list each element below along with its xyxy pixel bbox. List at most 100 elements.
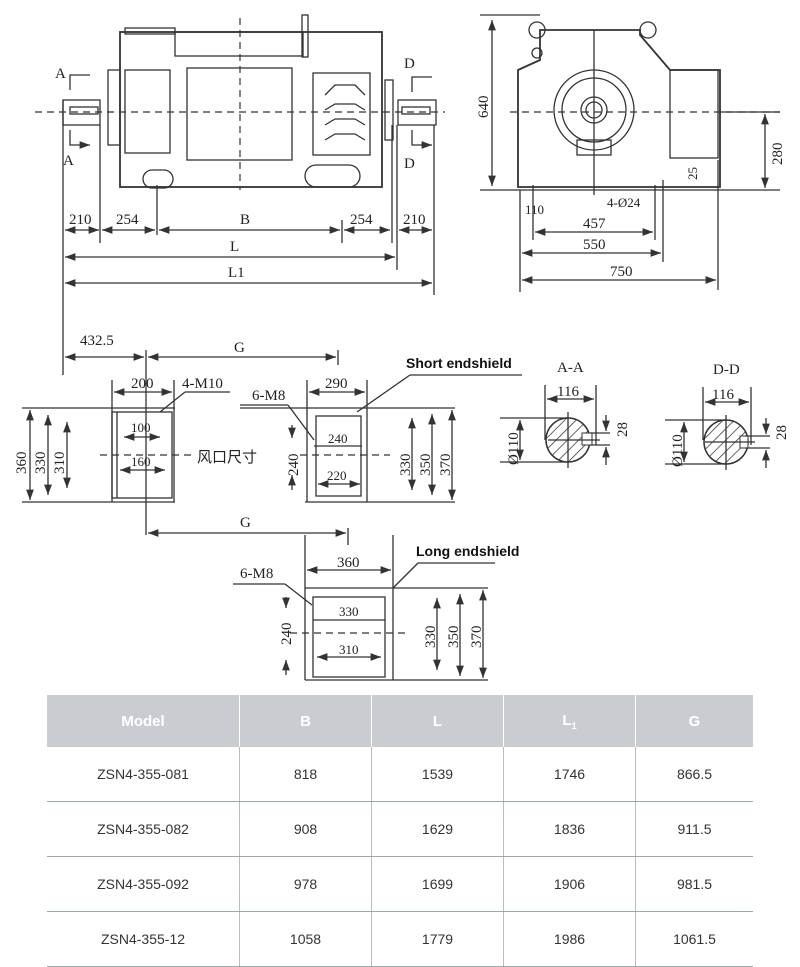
header-model: Model	[47, 695, 240, 747]
motor-dimension-drawing: A A D D 210 254 B 254 210 L L1	[14, 14, 790, 681]
dim-310: 310	[339, 642, 359, 657]
cell-l: 1629	[371, 801, 504, 857]
cell-model: ZSN4-355-092	[47, 856, 240, 912]
vent-opening-view: 432.5 G 200 4-M10 100 160 360 330 310 风口…	[14, 333, 339, 535]
dim-g: G	[234, 340, 245, 356]
dim-330: 330	[33, 452, 49, 475]
dim-360: 360	[14, 452, 30, 475]
section-a-marker: A	[55, 66, 66, 82]
short-endshield-view: Short endshield 290 6-M8 240 220 240 330…	[240, 355, 522, 503]
cell-l1: 1906	[503, 856, 636, 912]
header-l1-subscript: 1	[571, 720, 577, 731]
dim-350-vertical: 350	[446, 626, 462, 649]
table-row: ZSN4-355-092 978 1699 1906 981.5	[47, 856, 753, 912]
dim-116: 116	[557, 384, 579, 400]
dim-210-right: 210	[403, 212, 426, 228]
cell-b: 1058	[239, 911, 372, 967]
cell-g: 1061.5	[635, 911, 753, 967]
dim-640: 640	[476, 96, 492, 119]
cell-l1: 1746	[503, 747, 636, 802]
cell-model: ZSN4-355-082	[47, 801, 240, 857]
dim-160: 160	[131, 454, 151, 469]
dim-l: L	[230, 239, 239, 255]
bolt-spec: 6-M8	[240, 566, 273, 582]
cell-g: 911.5	[635, 801, 753, 857]
section-aa: A-A 116 Ø110 28	[500, 360, 631, 468]
dim-116: 116	[712, 387, 734, 403]
cell-b: 978	[239, 856, 372, 912]
dim-diameter: Ø110	[506, 432, 522, 465]
table-row: ZSN4-355-082 908 1629 1836 911.5	[47, 801, 753, 857]
cell-b: 818	[239, 747, 372, 802]
cell-g: 866.5	[635, 747, 753, 802]
dim-b: B	[240, 212, 250, 228]
header-b: B	[239, 695, 372, 747]
terminal-box	[669, 69, 719, 159]
cell-l: 1539	[371, 747, 504, 802]
motor-body	[119, 31, 383, 188]
left-shaft	[62, 99, 101, 126]
dim-350: 350	[418, 454, 434, 477]
dim-310: 310	[52, 452, 68, 475]
mounting-holes: 4-Ø24	[607, 195, 641, 210]
section-d-marker: D	[404, 156, 415, 172]
dim-240: 240	[328, 431, 348, 446]
section-aa-title: A-A	[557, 360, 584, 376]
side-view: A A D D 210 254 B 254 210 L L1	[35, 14, 445, 375]
dim-200: 200	[131, 376, 154, 392]
header-l: L	[371, 695, 504, 747]
dim-28: 28	[615, 422, 631, 437]
dim-210-left: 210	[69, 212, 92, 228]
section-a-marker: A	[63, 153, 74, 169]
section-dd: D-D 116 Ø110 28	[665, 362, 790, 470]
cell-model: ZSN4-355-12	[47, 911, 240, 967]
dim-254-right: 254	[350, 212, 373, 228]
dim-330: 330	[398, 454, 414, 477]
cell-l: 1699	[371, 856, 504, 912]
cell-model: ZSN4-355-081	[47, 747, 240, 802]
dimension-table: Model B L L1 G ZSN4-355-081 818 1539 174…	[47, 695, 753, 967]
cell-l: 1779	[371, 911, 504, 967]
bolt-spec: 6-M8	[252, 388, 285, 404]
table-row: ZSN4-355-081 818 1539 1746 866.5	[47, 747, 753, 802]
header-l1-label: L	[562, 711, 572, 729]
dim-28: 28	[774, 425, 790, 440]
table-header-row: Model B L L1 G	[47, 695, 753, 747]
dim-25: 25	[685, 167, 700, 180]
dim-100: 100	[131, 420, 151, 435]
dim-290: 290	[325, 376, 348, 392]
dim-360: 360	[337, 555, 360, 571]
short-endshield-title: Short endshield	[406, 355, 512, 371]
bolt-spec: 4-M10	[182, 376, 223, 392]
table-row: ZSN4-355-12 1058 1779 1986 1061.5	[47, 911, 753, 967]
end-frame	[517, 29, 721, 188]
dim-550: 550	[583, 237, 606, 253]
dim-432-5: 432.5	[80, 333, 114, 349]
dim-330-vertical: 330	[423, 626, 439, 649]
dim-280: 280	[770, 143, 786, 166]
dim-220: 220	[327, 468, 347, 483]
dim-g: G	[240, 515, 251, 531]
dim-457: 457	[583, 216, 606, 232]
long-endshield-view: G Long endshield 360 6-M8 330 310 240 33…	[148, 515, 519, 681]
dim-l1: L1	[228, 265, 245, 281]
dim-240-vertical: 240	[286, 454, 302, 477]
right-endshield	[312, 72, 371, 156]
vent-size-label: 风口尺寸	[197, 448, 257, 466]
cell-g: 981.5	[635, 856, 753, 912]
cell-l1: 1836	[503, 801, 636, 857]
header-g: G	[635, 695, 753, 747]
dim-254-left: 254	[116, 212, 139, 228]
dim-750: 750	[610, 264, 633, 280]
dim-240-vertical: 240	[279, 623, 295, 646]
section-d-marker: D	[404, 56, 415, 72]
dim-110: 110	[525, 202, 544, 217]
header-l1: L1	[503, 695, 636, 747]
cell-b: 908	[239, 801, 372, 857]
section-dd-title: D-D	[713, 362, 740, 378]
cell-l1: 1986	[503, 911, 636, 967]
end-view: 640 280 25 110 4-Ø24 457 550 750	[476, 14, 786, 292]
dim-330: 330	[339, 604, 359, 619]
dim-370: 370	[438, 454, 454, 477]
dim-370-vertical: 370	[469, 626, 485, 649]
